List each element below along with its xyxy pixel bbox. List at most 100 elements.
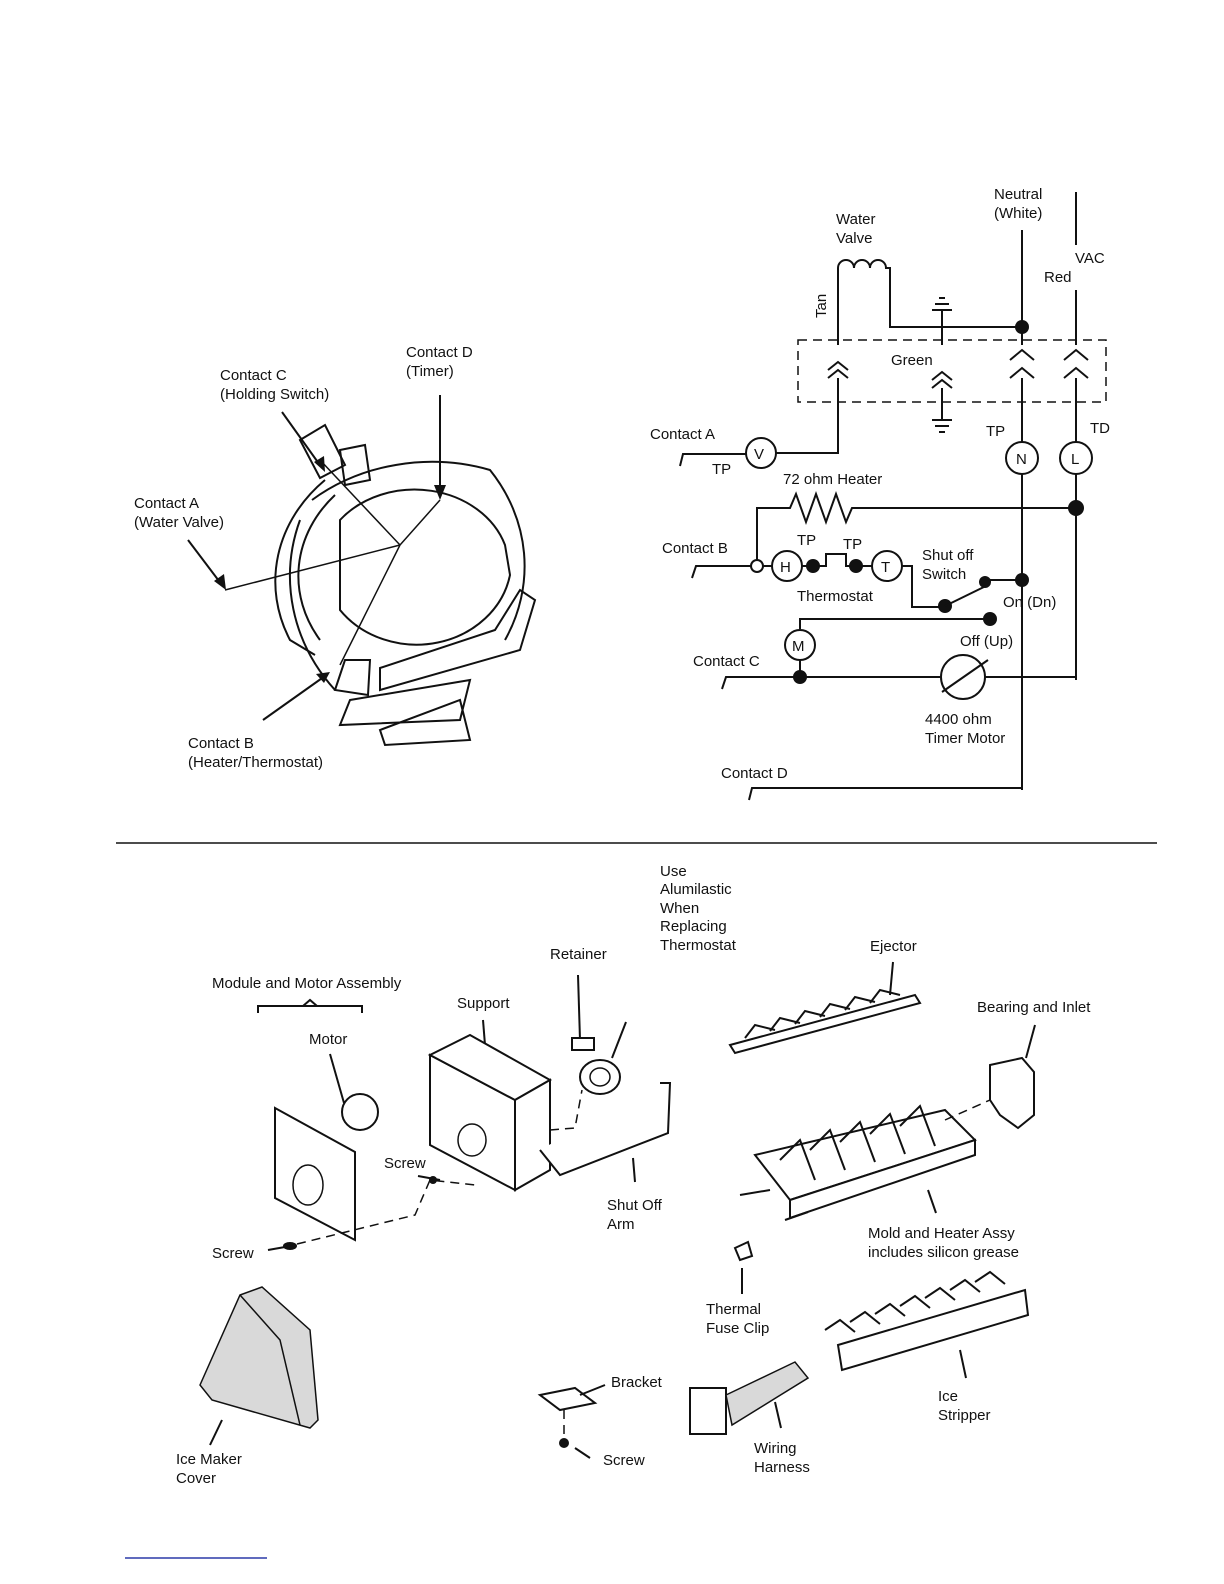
contact-d-sub: (Timer) (406, 363, 454, 380)
arrow-b (262, 675, 326, 721)
switch-blade (944, 583, 991, 607)
thermostat-inner (589, 1067, 611, 1087)
screw-3-part (559, 1438, 569, 1448)
ejector-part (728, 988, 922, 1055)
exploded-parts-view: Use Alumilastic When Replacing Thermosta… (176, 863, 1091, 1487)
contact-b-node (750, 559, 764, 573)
radial-a (224, 544, 401, 591)
alumilastic-line-3: When (660, 900, 699, 917)
mold-pin-2 (784, 1211, 809, 1221)
retainer-part (571, 1037, 595, 1051)
pad-1 (333, 659, 372, 697)
arrow-c (281, 411, 323, 469)
heater-resistor (756, 491, 1076, 565)
timer-to-l (985, 676, 1077, 680)
timer-motor-slash (941, 659, 989, 693)
support-side (514, 1078, 551, 1192)
connector-box (797, 339, 1107, 403)
cover-leader (209, 1419, 223, 1446)
on-dn-label: On (Dn) (1003, 594, 1056, 611)
pad-2 (379, 588, 537, 692)
n-symbol-text: N (1016, 451, 1027, 468)
contact-a-label: Contact A (134, 495, 199, 512)
ice-stripper-sub: Stripper (938, 1407, 991, 1424)
td-label: TD (1090, 420, 1110, 437)
tab-top (338, 443, 372, 487)
screw-2-label: Screw (212, 1245, 254, 1262)
h-symbol-text: H (780, 559, 791, 576)
screw-1-head (429, 1176, 437, 1184)
module-plate (274, 1106, 356, 1242)
shut-off-arm-label: Shut Off (607, 1197, 663, 1214)
valve-symbol-text: V (754, 446, 764, 463)
mold-heater-label: Mold and Heater Assy (868, 1225, 1015, 1242)
module-gear (292, 1164, 324, 1206)
contact-a-wire (679, 453, 746, 467)
thermostat-part (579, 1059, 621, 1095)
thermostat-node-2 (849, 559, 863, 573)
valve-to-tan (776, 378, 839, 454)
contact-c-label: Contact C (220, 367, 287, 384)
mold-heater-leader (927, 1189, 937, 1214)
wiring-contact-b-label: Contact B (662, 540, 728, 557)
shut-off-arm-part (539, 1082, 672, 1177)
support-gear (457, 1123, 487, 1157)
tp-n-label: TP (986, 423, 1005, 440)
shutoff-sub: Switch (922, 566, 966, 583)
thermostat-node-1 (806, 559, 820, 573)
harness-cable (725, 1361, 810, 1427)
module-motor-label: Module and Motor Assembly (212, 975, 402, 992)
wiring-contact-c-label: Contact C (693, 653, 760, 670)
thermal-fuse-part (733, 1240, 754, 1262)
thermal-fuse-label: Thermal (706, 1301, 761, 1318)
t-to-switch (902, 565, 945, 608)
support-leader (482, 1019, 486, 1046)
retainer-label: Retainer (550, 946, 607, 963)
contact-c-sub: (Holding Switch) (220, 386, 329, 403)
alumilastic-line-1: Use (660, 863, 687, 880)
ice-maker-cover-label: Ice Maker (176, 1451, 242, 1468)
green-label: Green (891, 352, 933, 369)
mold-heater-sub: includes silicon grease (868, 1244, 1019, 1261)
bracket-label: Bracket (611, 1374, 663, 1391)
bearing-guide (944, 1099, 991, 1121)
alumilastic-line-5: Thermostat (660, 937, 737, 954)
arrow-a-head (214, 574, 226, 590)
motor-label: Motor (309, 1031, 347, 1048)
ejector-blades (744, 988, 901, 1039)
screw-2-guide (296, 1179, 476, 1245)
alumilastic-line-2: Alumilastic (660, 881, 732, 898)
outer-ring-left (289, 519, 336, 691)
ice-maker-cover-part (199, 1286, 319, 1429)
outer-ring-arc (311, 460, 526, 641)
mold-pin-1 (739, 1189, 771, 1196)
vac-label: VAC (1075, 250, 1105, 267)
ejector-leader (889, 961, 894, 996)
contact-a-sub: (Water Valve) (134, 514, 224, 531)
connector-tan (827, 360, 849, 379)
tab-contact-c (298, 423, 347, 480)
support-part (427, 1033, 553, 1192)
contact-b-wire (691, 565, 751, 579)
radial-c (319, 459, 401, 546)
inner-track-2 (297, 494, 336, 641)
screw-3-label: Screw (603, 1452, 645, 1469)
contact-plate-diagram: Contact D (Timer) Contact C (Holding Swi… (134, 344, 537, 771)
contact-d-wire (748, 786, 1023, 801)
support-label: Support (457, 995, 510, 1012)
water-valve-coil (837, 259, 1022, 345)
timer-motor-label: 4400 ohm (925, 711, 992, 728)
wiring-harness-sub: Harness (754, 1459, 810, 1476)
mold-cavities (779, 1104, 936, 1181)
contact-c-wire (721, 676, 940, 690)
motor-body (341, 1093, 379, 1131)
shut-off-arm-sub: Arm (607, 1216, 635, 1233)
harness-plug (689, 1387, 727, 1435)
neutral-label: Neutral (994, 186, 1042, 203)
off-to-m (799, 618, 990, 629)
tp-left-label: TP (712, 461, 731, 478)
bracket-leader (579, 1384, 606, 1396)
wiring-contact-a-label: Contact A (650, 426, 715, 443)
pad-4 (378, 698, 472, 747)
